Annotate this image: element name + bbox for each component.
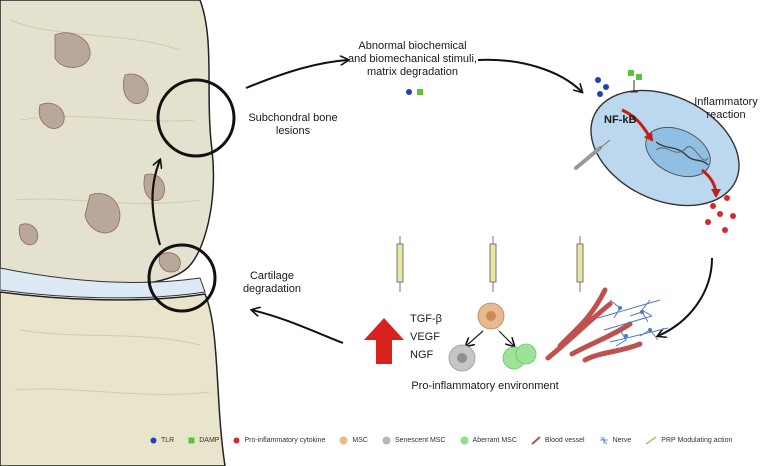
legend-item-damp: DAMP	[188, 437, 219, 444]
green-cell-icon	[460, 436, 469, 444]
dna-strand-icon	[655, 141, 709, 166]
arrow-to-environment	[658, 257, 713, 336]
legend-item-aberrant: Aberrant MSC	[460, 436, 517, 445]
legend: TLR DAMP Pro-inflammatory cytokine MSC S…	[150, 432, 760, 448]
upregulation-arrow-icon	[364, 318, 404, 364]
tlr-dot-icon	[406, 89, 412, 95]
legend-label: Blood vessel	[544, 436, 585, 444]
vessel-nerve-cluster	[545, 287, 669, 363]
green-square-icon	[188, 437, 195, 443]
legend-item-tlr: TLR	[150, 437, 174, 444]
legend-label: Nerve	[612, 436, 632, 444]
prp-needle-cell	[574, 139, 611, 170]
legend-item-prp: PRP Modulating action	[645, 435, 733, 445]
legend-item-vessel: Blood vessel	[531, 435, 585, 445]
growth-factor-list: TGF-β VEGF NGF	[410, 310, 442, 364]
growth-factor-ngf: NGF	[410, 349, 434, 361]
nerve-icon	[599, 436, 608, 444]
progression-arrow	[151, 160, 161, 246]
subchondral-line-2: lesions	[275, 125, 311, 137]
stimuli-line-2: and biomechanical stimuli,	[347, 53, 477, 65]
subchondral-line-1: Subchondral bone	[248, 112, 338, 124]
cartilage-label: Cartilage degradation	[232, 270, 312, 296]
environment-label: Pro-inflammatory environment	[411, 380, 559, 392]
msc-cells	[448, 302, 537, 372]
legend-label: Pro-inflammatory cytokine	[244, 436, 326, 444]
cytokine-cluster	[705, 195, 736, 233]
legend-label: TLR	[161, 436, 175, 444]
legend-label: PRP Modulating action	[661, 436, 733, 444]
subchondral-circle	[156, 78, 236, 158]
nfkb-signal-arrow	[621, 108, 654, 142]
red-dot-icon	[233, 437, 240, 443]
inflammatory-line-1: Inflammatory	[694, 96, 758, 108]
legend-label: Senescent MSC	[394, 436, 446, 444]
blue-dot-icon	[150, 437, 157, 443]
stimuli-line-1: Abnormal biochemical	[358, 40, 467, 52]
gray-cell-icon	[382, 436, 391, 444]
inflammatory-line-2: reaction	[706, 109, 746, 121]
legend-label: DAMP	[199, 436, 220, 444]
damp-square-icon	[417, 89, 423, 95]
legend-item-nerve: Nerve	[599, 436, 632, 445]
cartilage-line-2: degradation	[242, 283, 302, 295]
growth-factor-vegf: VEGF	[410, 331, 440, 343]
tan-cell-icon	[339, 436, 348, 444]
arrow-to-cell	[477, 58, 582, 92]
arrow-to-cartilage	[252, 310, 344, 344]
stimuli-label: Abnormal biochemical and biomechanical s…	[340, 40, 485, 79]
legend-label: MSC	[352, 436, 368, 444]
legend-item-msc: MSC	[339, 436, 368, 445]
femur-bone	[0, 0, 215, 287]
legend-item-senescent: Senescent MSC	[382, 436, 446, 445]
prp-needle-icon	[645, 435, 657, 445]
cytokine-release-arrow	[701, 168, 721, 198]
blood-vessel-icon	[531, 435, 541, 445]
prp-syringe-group	[396, 236, 584, 292]
inflamed-cell	[590, 89, 740, 207]
tibia-bone	[0, 291, 226, 466]
arrow-to-stimuli	[245, 60, 348, 89]
subchondral-label: Subchondral bone lesions	[238, 112, 348, 138]
bone-lesions	[18, 32, 181, 273]
legend-label: Aberrant MSC	[472, 436, 517, 444]
cartilage-line-1: Cartilage	[249, 270, 295, 282]
cartilage-circle	[147, 243, 217, 313]
stimuli-line-3: matrix degradation	[366, 66, 459, 78]
legend-item-cytokine: Pro-inflammatory cytokine	[233, 437, 325, 444]
nfkb-label: NF-kB	[604, 114, 637, 126]
growth-factor-tgf: TGF-β	[410, 313, 442, 325]
inflammatory-label: Inflammatory reaction	[686, 96, 766, 122]
cartilage-layer	[0, 267, 206, 299]
